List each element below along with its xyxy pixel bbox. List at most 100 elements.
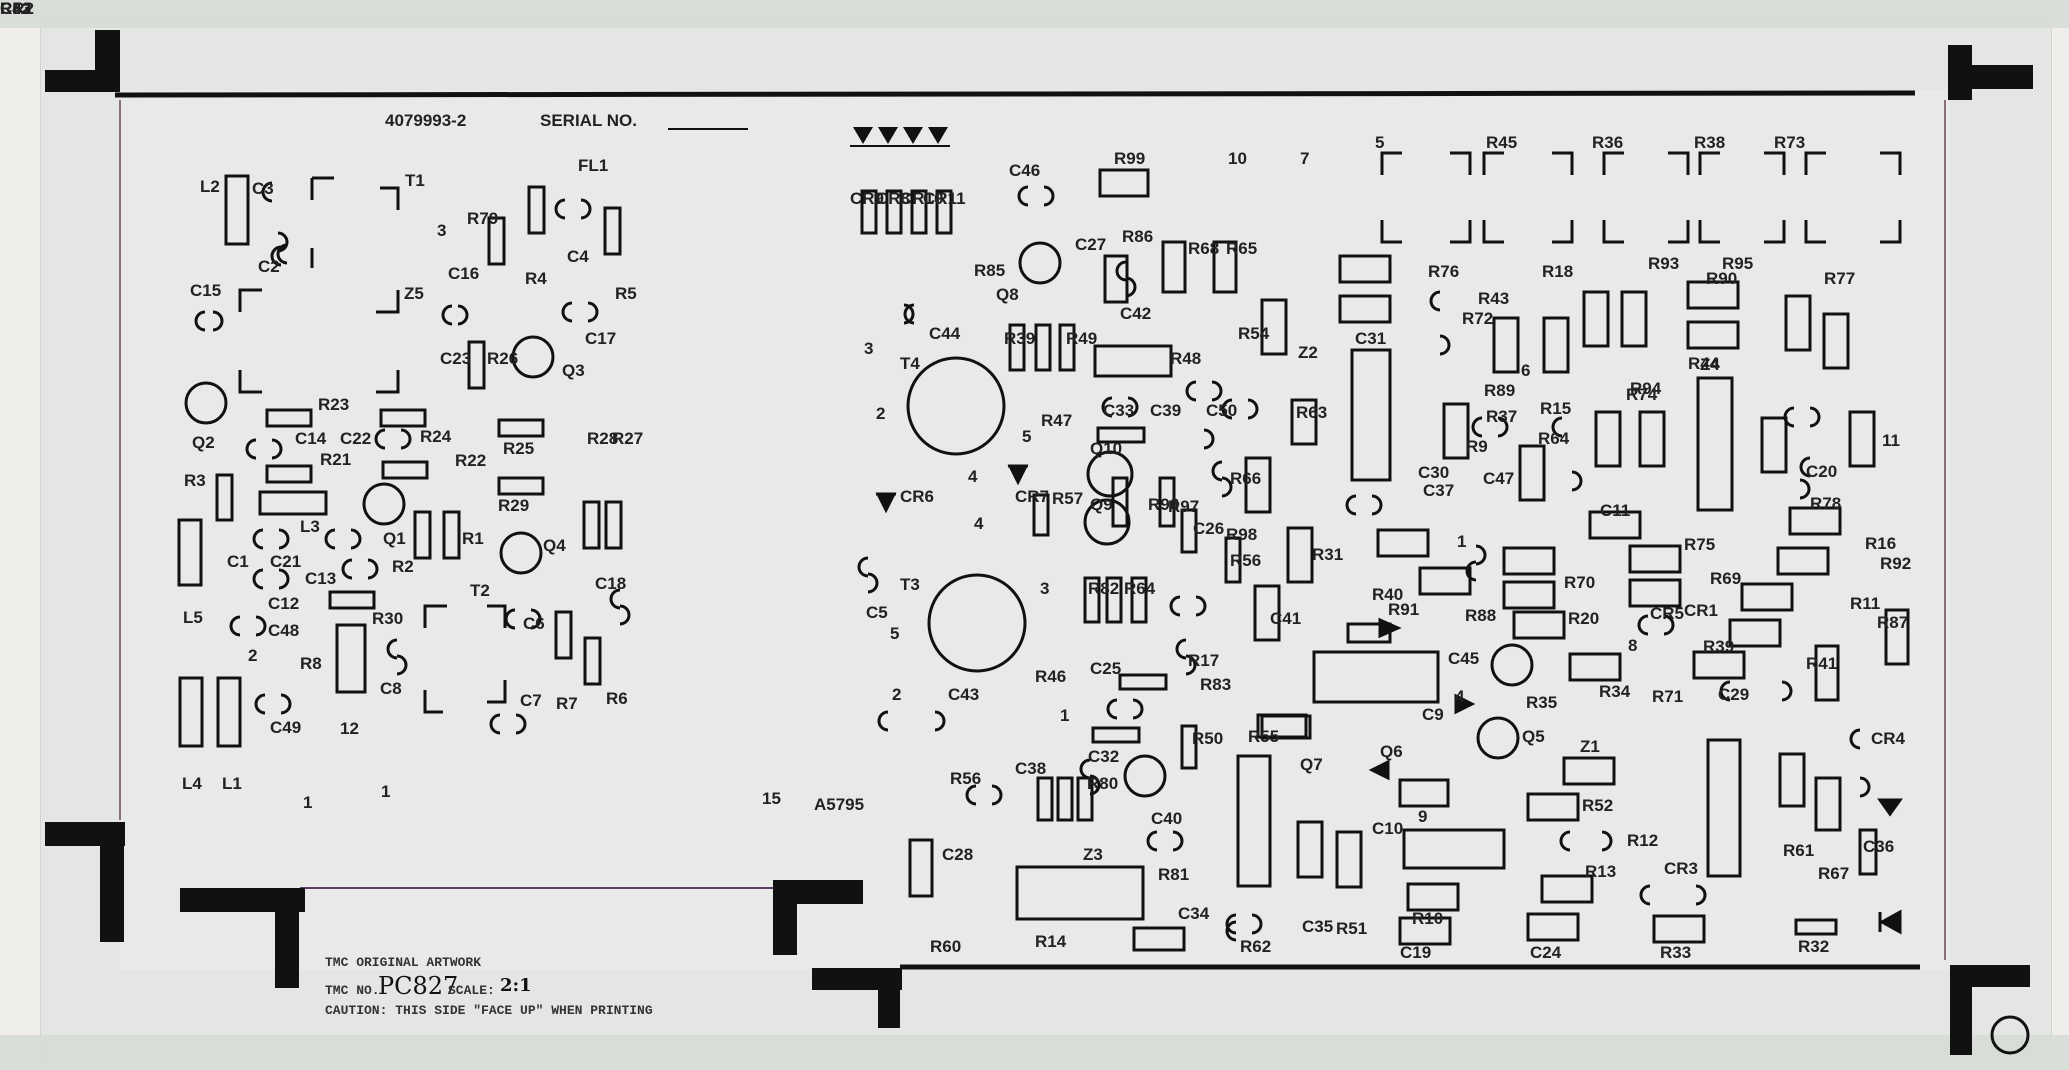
component-label: T1	[405, 171, 425, 190]
component-label: R68	[1188, 239, 1220, 258]
component-label: R73	[1774, 133, 1806, 152]
component-label: C9	[1422, 705, 1444, 724]
component-label: FL1	[578, 156, 609, 175]
component-label: C1	[227, 552, 249, 571]
component-label: 6	[1521, 361, 1531, 380]
component-label: R47	[1041, 411, 1073, 430]
component-label: L5	[183, 608, 203, 627]
component-label: C35	[1302, 917, 1334, 936]
component-label: R99	[1114, 149, 1146, 168]
crop-mark-bottom-left	[45, 822, 125, 942]
component-label: R38	[1694, 133, 1726, 152]
component-label: R63	[1296, 403, 1328, 422]
component-label: Q2	[192, 433, 215, 452]
component-label: C50	[1206, 401, 1238, 420]
component-label: C32	[1088, 747, 1120, 766]
component-label: CR6	[900, 487, 935, 506]
component-label: C34	[1178, 904, 1210, 923]
component-label: T4	[900, 354, 920, 373]
component-label: CR7	[1015, 487, 1050, 506]
component-label: R69	[1710, 569, 1742, 588]
left-components	[177, 174, 623, 748]
component-label: Q7	[1300, 755, 1323, 774]
component-label: R54	[1238, 324, 1270, 343]
component-label: R50	[1192, 729, 1224, 748]
component-label: T3	[900, 575, 920, 594]
component-label: R88	[1465, 606, 1497, 625]
component-label: R80	[1087, 774, 1119, 793]
component-label: C41	[1270, 609, 1302, 628]
component-label: R31	[1312, 545, 1344, 564]
component-label: C37	[1423, 481, 1455, 500]
component-label: R24	[420, 427, 452, 446]
component-label: R26	[487, 349, 519, 368]
component-label: R65	[1226, 239, 1258, 258]
component-label: R42	[0, 0, 32, 18]
component-label: L1	[222, 774, 242, 793]
component-label: C45	[1448, 649, 1480, 668]
crop-mark-top-left	[45, 30, 120, 92]
component-label: R13	[1585, 862, 1617, 881]
component-label: R91	[1388, 600, 1420, 619]
component-label: R8	[300, 654, 322, 673]
component-label: C31	[1355, 329, 1387, 348]
component-label: R56	[950, 769, 982, 788]
component-label: R55	[1248, 727, 1280, 746]
component-label: C43	[948, 685, 980, 704]
component-label: R48	[1170, 349, 1202, 368]
component-label: 11	[1882, 431, 1900, 450]
component-label: R90	[1706, 269, 1738, 288]
component-label: R61	[1783, 841, 1815, 860]
component-label: L3	[300, 517, 320, 536]
component-label: C15	[190, 281, 222, 300]
component-label: L4	[182, 774, 202, 793]
component-label: R62	[1240, 937, 1272, 956]
component-label: R29	[498, 496, 530, 515]
component-label: R10	[1412, 909, 1444, 928]
component-label: R28	[587, 429, 619, 448]
component-label: Q6	[1380, 742, 1403, 761]
component-label: R57	[1052, 489, 1084, 508]
component-label: Q3	[562, 361, 585, 380]
component-label: R97	[1168, 497, 1200, 516]
board-id: A5795	[814, 795, 865, 814]
component-label: R76	[1428, 262, 1460, 281]
component-label: 3	[437, 221, 447, 240]
component-label: R14	[1035, 932, 1067, 951]
component-label: R60	[930, 937, 962, 956]
component-label: CR9	[850, 189, 885, 208]
artwork-note: TMC ORIGINAL ARTWORK	[325, 955, 482, 970]
component-label: C36	[1863, 837, 1895, 856]
component-label: R89	[1484, 381, 1516, 400]
component-label: 2	[892, 685, 902, 704]
component-label: C2	[258, 257, 280, 276]
component-label: R75	[1684, 535, 1716, 554]
component-label: Z2	[1298, 343, 1318, 362]
component-label: Q1	[383, 529, 406, 548]
component-label: C49	[270, 718, 302, 737]
component-label: C17	[585, 329, 617, 348]
component-label: R83	[1200, 675, 1232, 694]
component-label: R39	[1703, 637, 1735, 656]
component-label: R64	[1538, 429, 1570, 448]
component-label: C48	[268, 621, 300, 640]
component-label: R95	[1722, 254, 1754, 273]
component-label: R82	[1088, 579, 1120, 598]
component-label: R39	[1004, 329, 1036, 348]
middle-components	[857, 168, 1363, 952]
component-label: C25	[1090, 659, 1122, 678]
component-label: R9	[1466, 437, 1488, 456]
component-label: Z4	[1700, 355, 1720, 374]
crop-mark-bottom-mid-left	[180, 888, 305, 988]
component-label: CR5	[1650, 604, 1685, 623]
component-label: R15	[1540, 399, 1572, 418]
component-label: C27	[1075, 235, 1107, 254]
component-label: 5	[1375, 133, 1385, 152]
component-label: R41	[1806, 654, 1838, 673]
tape-strip-top	[0, 0, 2069, 28]
component-label: 5	[1022, 427, 1032, 446]
component-label: C20	[1806, 462, 1838, 481]
scale-label: SCALE:	[448, 983, 495, 998]
component-label: C22	[340, 429, 372, 448]
